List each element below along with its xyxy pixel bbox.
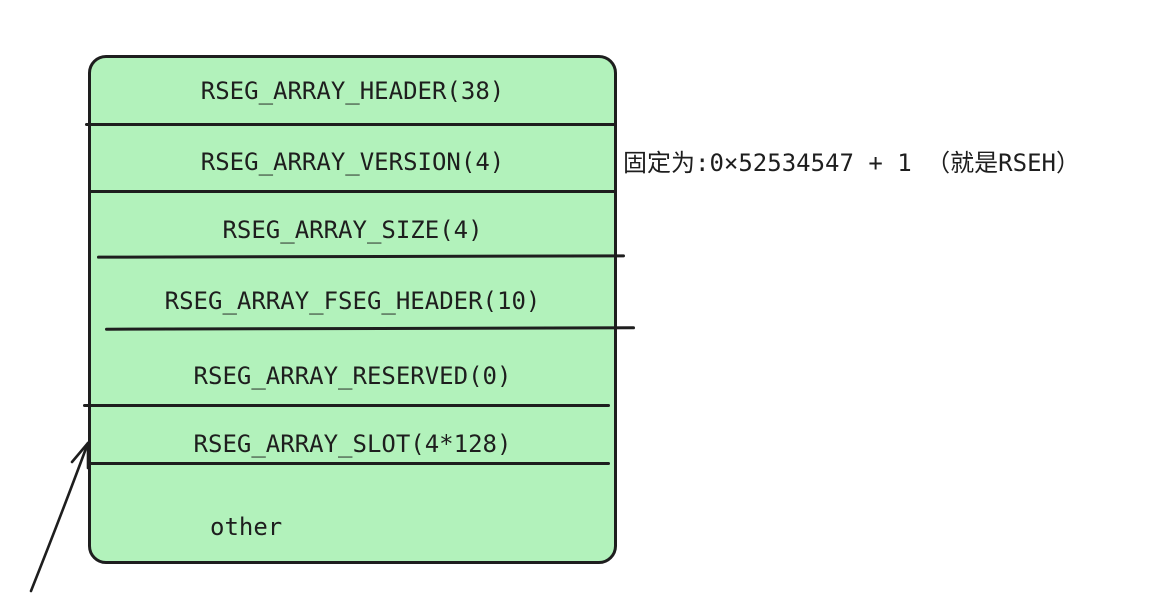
row-label-other: other	[210, 513, 283, 541]
row-divider	[85, 123, 617, 126]
arrow-shaft	[29, 441, 90, 593]
row-divider	[88, 190, 617, 193]
version-annotation: 固定为:0×52534547 + 1 （就是RSEH）	[623, 149, 1080, 177]
row-label-header: RSEG_ARRAY_HEADER(38)	[200, 77, 505, 105]
row-label-size: RSEG_ARRAY_SIZE(4)	[222, 216, 483, 244]
row-label-reserved: RSEG_ARRAY_RESERVED(0)	[193, 362, 512, 390]
row-label-version: RSEG_ARRAY_VERSION(4)	[200, 148, 505, 176]
row-divider	[83, 404, 610, 407]
rseg-array-structure-box	[88, 55, 617, 564]
row-label-slot: RSEG_ARRAY_SLOT(4*128)	[193, 430, 512, 458]
arrowhead-icon	[70, 441, 90, 470]
row-label-fseg-header: RSEG_ARRAY_FSEG_HEADER(10)	[164, 287, 541, 315]
row-divider	[88, 462, 610, 465]
